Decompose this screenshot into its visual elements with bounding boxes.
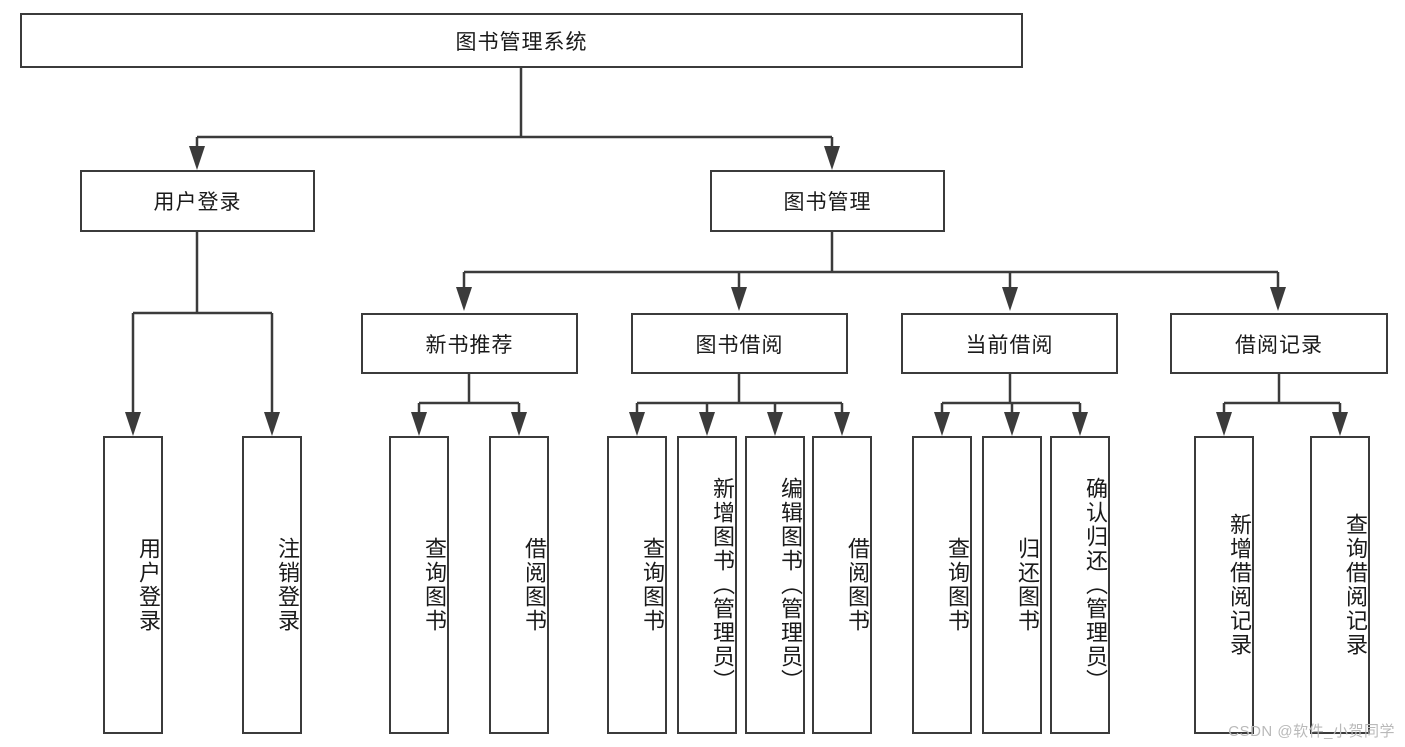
leaf-borrow-book-new[interactable]: 借阅图书 [489,436,549,734]
node-label: 查询图书 [422,537,447,633]
node-label: 注销登录 [275,537,300,633]
node-label: 确认归还（管理员） [1083,477,1108,693]
leaf-query-book-borrow[interactable]: 查询图书 [607,436,667,734]
node-label: 用户登录 [153,191,242,214]
node-book-management[interactable]: 图书管理 [710,170,945,232]
node-label: 编辑图书（管理员） [778,477,803,693]
leaf-borrow-book[interactable]: 借阅图书 [812,436,872,734]
node-borrow-record[interactable]: 借阅记录 [1170,313,1388,374]
node-user-login[interactable]: 用户登录 [80,170,315,232]
node-label: 查询图书 [945,537,970,633]
node-label: 借阅记录 [1235,333,1323,357]
node-label: 借阅图书 [522,537,547,633]
node-book-borrow[interactable]: 图书借阅 [631,313,848,374]
node-label: 查询借阅记录 [1343,513,1368,657]
node-label: 当前借阅 [965,333,1054,357]
node-label: 借阅图书 [845,537,870,633]
leaf-query-book-new[interactable]: 查询图书 [389,436,449,734]
leaf-user-login[interactable]: 用户登录 [103,436,163,734]
node-label: 新书推荐 [425,333,514,357]
node-label: 图书借阅 [695,333,784,357]
csdn-watermark: CSDN @软件_小贺同学 [1228,723,1395,740]
node-root-library-management-system[interactable]: 图书管理系统 [20,13,1023,68]
node-current-borrow[interactable]: 当前借阅 [901,313,1118,374]
node-new-book-recommend[interactable]: 新书推荐 [361,313,578,374]
leaf-add-book-admin[interactable]: 新增图书（管理员） [677,436,737,734]
node-label: 新增图书（管理员） [710,477,735,693]
leaf-confirm-return-admin[interactable]: 确认归还（管理员） [1050,436,1110,734]
node-label: 新增借阅记录 [1227,513,1252,657]
node-label: 归还图书 [1015,537,1040,633]
node-label: 图书管理 [783,191,872,214]
node-label: 图书管理系统 [455,30,588,54]
node-label: 用户登录 [136,537,161,633]
leaf-add-borrow-record[interactable]: 新增借阅记录 [1194,436,1254,734]
leaf-query-borrow-record[interactable]: 查询借阅记录 [1310,436,1370,734]
leaf-query-book-current[interactable]: 查询图书 [912,436,972,734]
node-label: 查询图书 [640,537,665,633]
leaf-logout[interactable]: 注销登录 [242,436,302,734]
leaf-return-book[interactable]: 归还图书 [982,436,1042,734]
leaf-edit-book-admin[interactable]: 编辑图书（管理员） [745,436,805,734]
